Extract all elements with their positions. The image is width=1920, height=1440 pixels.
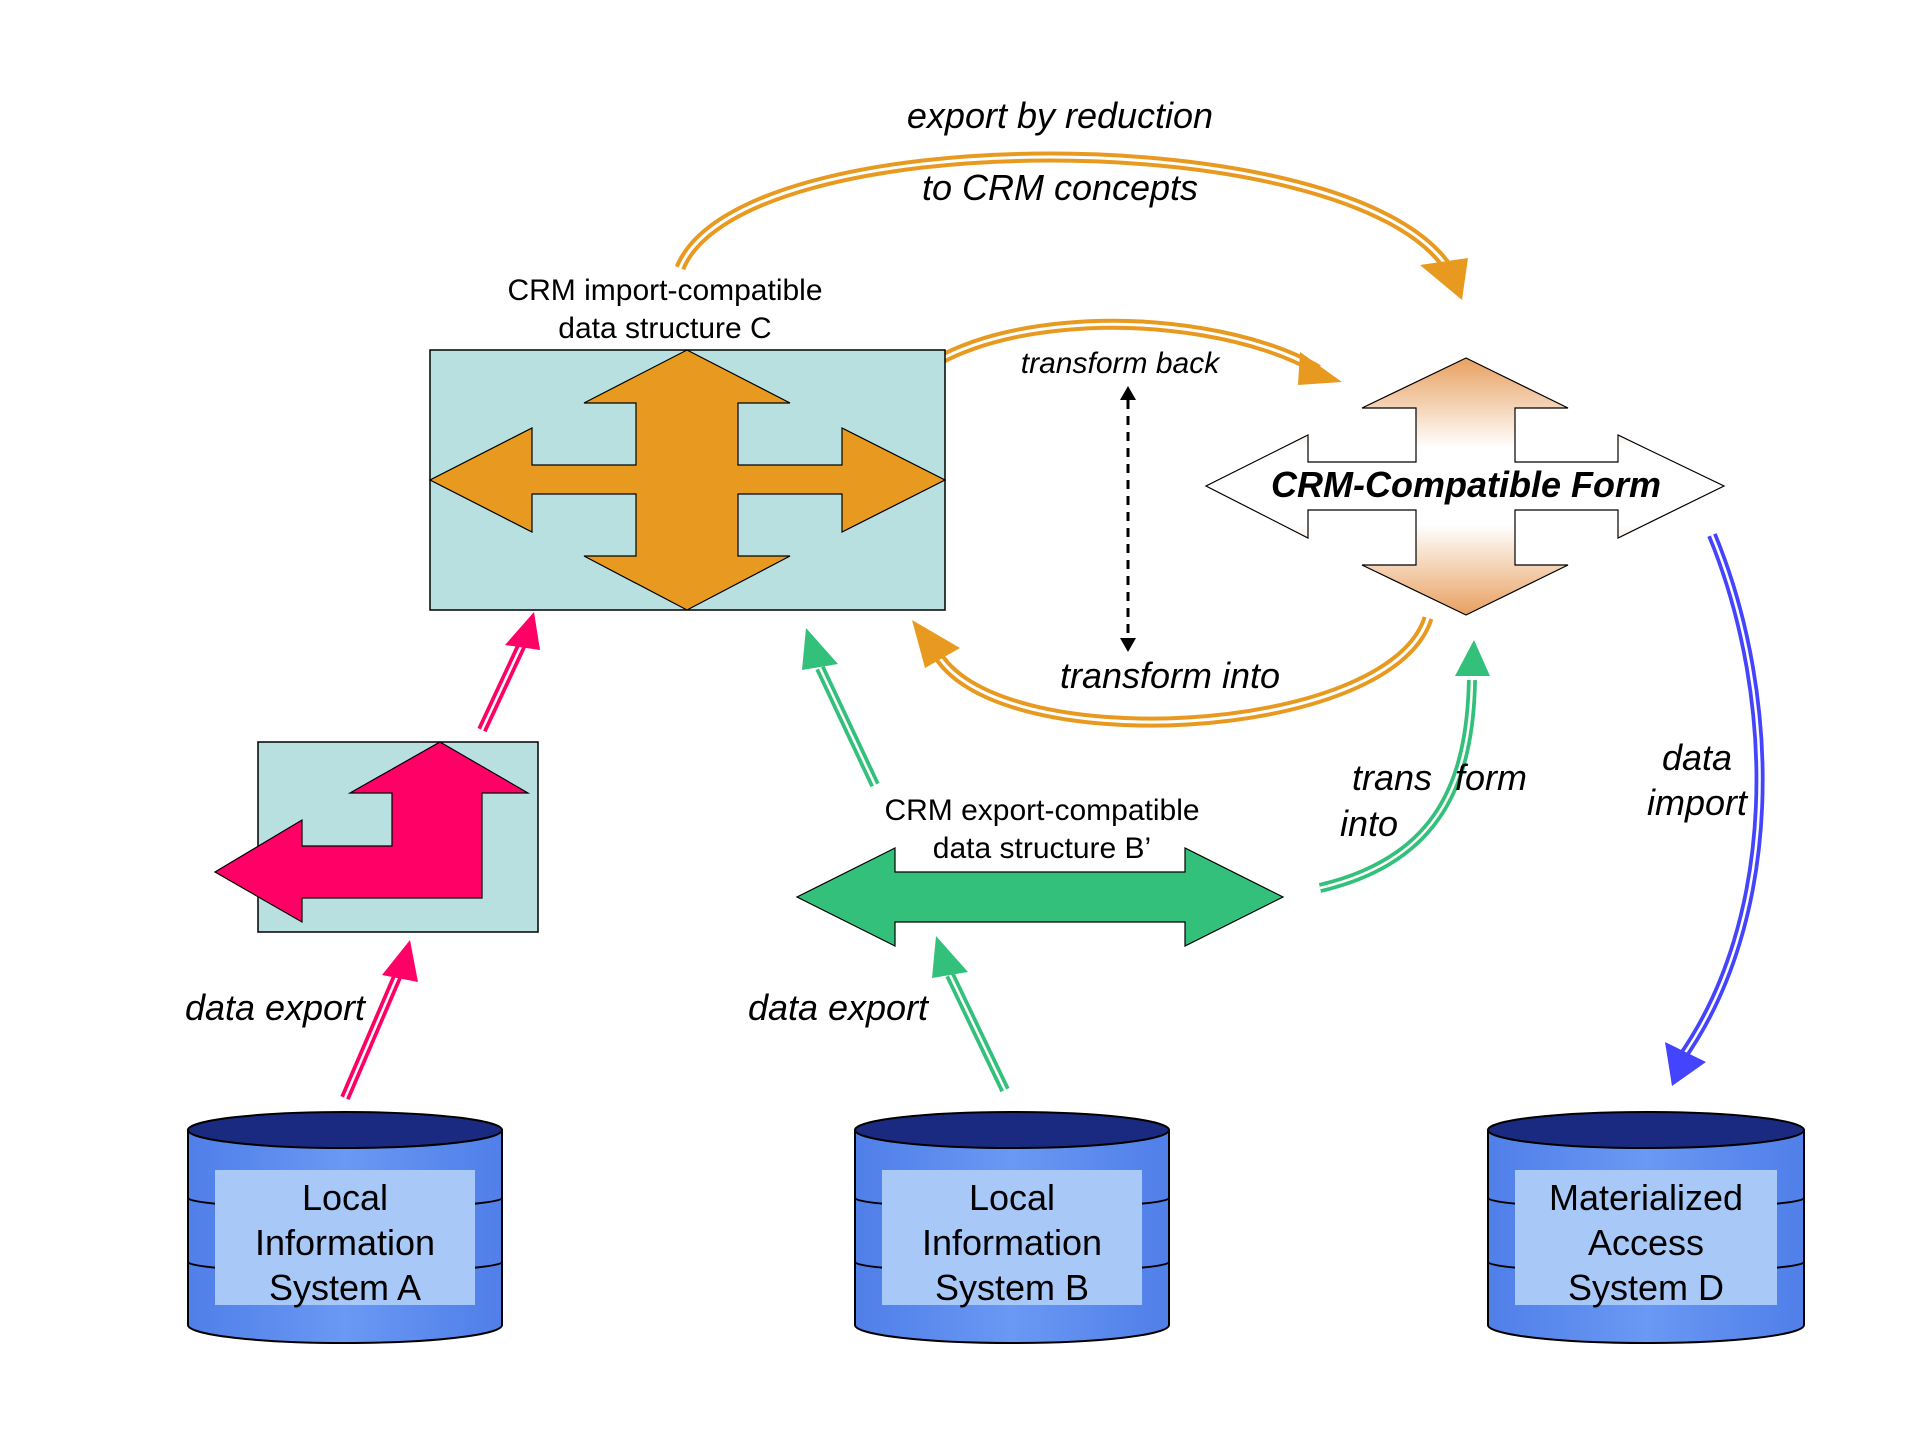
label-crm-import-line1: CRM import-compatible: [507, 274, 822, 307]
db-d-line2: Access: [1588, 1222, 1704, 1263]
crm-import-structure-c: [428, 349, 947, 611]
db-b-line2: Information: [922, 1222, 1102, 1263]
db-a-line1: Local: [302, 1177, 388, 1218]
crm-export-structure-b: [795, 847, 1285, 947]
label-into: into: [1340, 803, 1398, 844]
crm-compatible-form: [1204, 357, 1726, 616]
green-up-arrow-upper: [802, 628, 880, 788]
label-data-import-line1: data: [1662, 737, 1732, 778]
label-transform-into: transform into: [1060, 655, 1280, 696]
dashed-link-arrow: [1120, 386, 1136, 652]
four-way-arrow-icon: [1204, 357, 1726, 616]
label-to-crm-concepts: to CRM concepts: [922, 167, 1198, 208]
green-up-arrow-lower: [932, 936, 1010, 1093]
transform-into-arrow: [912, 616, 1434, 728]
label-crm-export-line2: data structure B’: [933, 832, 1151, 865]
double-arrow-icon: [795, 847, 1285, 947]
bent-arrow-icon: [213, 741, 531, 924]
four-way-arrow-icon: [428, 349, 947, 611]
label-transform-back: transform back: [1021, 347, 1221, 380]
pink-up-arrow-upper: [477, 612, 540, 733]
database-b: [854, 1111, 1170, 1344]
export-by-reduction-arrow: [674, 151, 1468, 300]
label-data-export-b: data export: [748, 987, 930, 1028]
green-transform-into-arrow: [1318, 640, 1490, 893]
label-trans: trans: [1352, 757, 1432, 798]
blue-data-import-arrow: [1665, 533, 1765, 1086]
label-data-import-line2: import: [1647, 782, 1749, 823]
db-b-line1: Local: [969, 1177, 1055, 1218]
db-d-line1: Materialized: [1549, 1177, 1743, 1218]
database-a: [187, 1111, 503, 1344]
pink-up-arrow-lower: [340, 940, 418, 1100]
label-crm-compatible-form: CRM-Compatible Form: [1271, 464, 1661, 505]
database-d: [1487, 1111, 1805, 1344]
label-data-export-a: data export: [185, 987, 367, 1028]
db-b-line3: System B: [935, 1267, 1089, 1308]
label-form: form: [1455, 757, 1527, 798]
label-crm-export-line1: CRM export-compatible: [884, 794, 1199, 827]
local-structure-a: [213, 741, 539, 933]
label-export-by-reduction: export by reduction: [907, 95, 1213, 136]
db-a-line2: Information: [255, 1222, 435, 1263]
label-crm-import-line2: data structure C: [558, 312, 771, 345]
db-a-line3: System A: [269, 1267, 421, 1308]
db-d-line3: System D: [1568, 1267, 1724, 1308]
